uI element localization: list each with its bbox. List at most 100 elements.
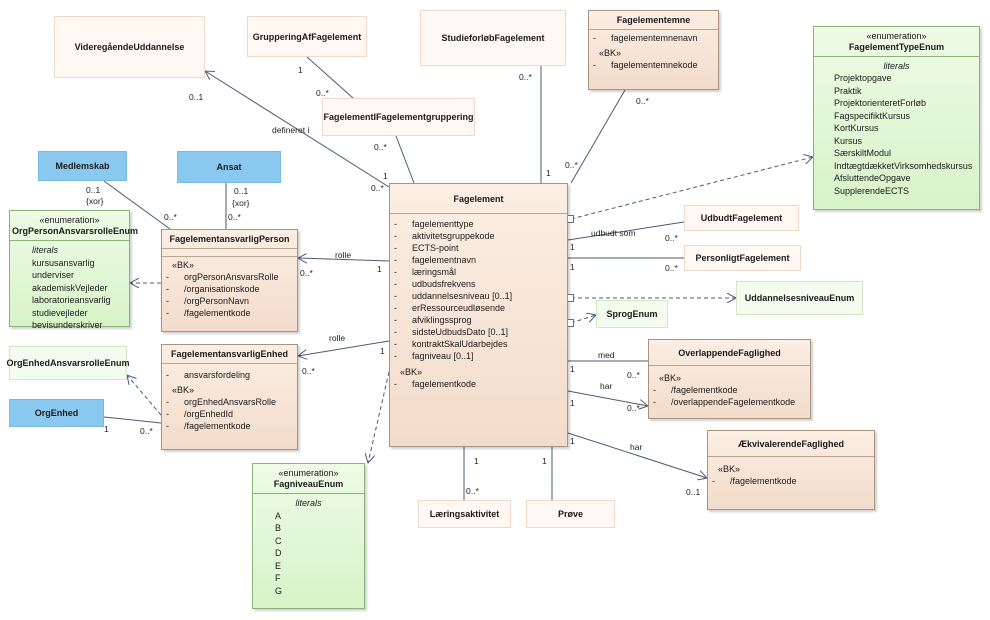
multiplicity: 1 bbox=[104, 424, 109, 434]
literal: F bbox=[275, 573, 281, 583]
multiplicity: 1 bbox=[570, 364, 575, 374]
stereotype-label: «BK» bbox=[400, 367, 423, 377]
class-fagelementansvarlig-person[interactable]: FagelementansvarligPerson «BK» -orgPerso… bbox=[161, 229, 298, 332]
class-studieforloeb-fagelement[interactable]: StudieforløbFagelement bbox=[420, 10, 566, 66]
enum-uddannelsesniveau[interactable]: UddannelsesniveauEnum bbox=[736, 281, 863, 315]
stereotype-label: «enumeration» bbox=[866, 31, 927, 41]
class-personligt-fagelement[interactable]: PersonligtFagelement bbox=[684, 245, 801, 271]
key-attribute: /fagelementkode bbox=[671, 385, 738, 395]
stereotype-label: «BK» bbox=[718, 464, 741, 474]
assoc-medlemskab[interactable] bbox=[103, 180, 171, 230]
multiplicity: 0..* bbox=[565, 160, 578, 170]
attribute: uddannelsesniveau [0..1] bbox=[412, 291, 513, 301]
dep-orgenhed-enum[interactable] bbox=[127, 375, 162, 416]
enum-fagelementtype[interactable]: «enumeration» FagelementTypeEnum literal… bbox=[813, 26, 980, 210]
multiplicity: 1 bbox=[542, 456, 547, 466]
dep-sprog[interactable] bbox=[570, 315, 596, 324]
multiplicity: 1 bbox=[298, 65, 303, 75]
multiplicity: 1 bbox=[546, 168, 551, 178]
class-overlappende-faglighed[interactable]: OverlappendeFaglighed «BK» -/fagelementk… bbox=[648, 339, 811, 419]
multiplicity: 0..1 bbox=[189, 92, 204, 102]
key-attribute: /organisationskode bbox=[184, 284, 260, 294]
class-ansat[interactable]: Ansat bbox=[177, 151, 281, 183]
multiplicity: 1 bbox=[570, 436, 575, 446]
multiplicity: 0..1 bbox=[234, 186, 249, 196]
class-title: OverlappendeFaglighed bbox=[678, 348, 781, 358]
literal: SærskiltModul bbox=[834, 148, 892, 158]
assoc-har-aekvivalerende[interactable] bbox=[567, 432, 707, 478]
enum-sprog[interactable]: SprogEnum bbox=[596, 300, 668, 328]
class-proeve[interactable]: Prøve bbox=[526, 500, 615, 528]
multiplicity: 1 bbox=[383, 171, 388, 181]
key-attribute: /overlappendeFagelementkode bbox=[671, 397, 796, 407]
literal: G bbox=[275, 585, 283, 596]
class-title: Fagelementemne bbox=[616, 15, 691, 25]
multiplicity: 0..* bbox=[302, 366, 315, 376]
attribute: udbudsfrekvens bbox=[412, 279, 476, 289]
attribute-port bbox=[568, 215, 574, 223]
assoc-udbudt[interactable] bbox=[567, 221, 685, 241]
assoc-gruppering[interactable] bbox=[306, 56, 354, 99]
attribute-port bbox=[568, 319, 574, 327]
class-fagelementansvarlig-enhed[interactable]: FagelementansvarligEnhed -ansvarsfordeli… bbox=[161, 344, 298, 450]
key-attribute: /fagelementkode bbox=[730, 476, 797, 486]
multiplicity: 0..* bbox=[140, 426, 153, 436]
class-videregaaende-uddannelse[interactable]: VideregåendeUddannelse bbox=[54, 16, 205, 78]
enum-title: FagelementTypeEnum bbox=[848, 42, 945, 52]
class-udbudt-fagelement[interactable]: UdbudtFagelement bbox=[684, 205, 799, 231]
key-attribute: /fagelementkode bbox=[184, 308, 251, 318]
literal: akademiskVejleder bbox=[32, 282, 108, 293]
literal: studievejleder bbox=[32, 307, 88, 318]
stereotype-label: «BK» bbox=[172, 260, 195, 270]
constraint-label: {xor} bbox=[232, 198, 250, 208]
class-fagelementemne[interactable]: Fagelementemne -fagelementemnenavn «BK» … bbox=[588, 10, 719, 90]
dep-fagniveau[interactable] bbox=[368, 371, 390, 463]
assoc-orgenhed[interactable] bbox=[103, 416, 162, 424]
multiplicity: 0..* bbox=[374, 142, 387, 152]
enum-title: FagniveauEnum bbox=[273, 479, 344, 489]
attribute: fagelementemnenavn bbox=[611, 33, 698, 43]
multiplicity: 0..* bbox=[627, 370, 640, 380]
class-fagelement-i-fagelementgruppering[interactable]: FagelementIFagelementgruppering bbox=[322, 98, 475, 136]
enum-fagniveau[interactable]: «enumeration» FagniveauEnum literals A B… bbox=[252, 463, 365, 609]
class-fagelement[interactable]: Fagelement -fagelementtype -aktivitetsgr… bbox=[389, 183, 568, 447]
stereotype-label: «enumeration» bbox=[278, 468, 339, 478]
attribute: aktivitetsgruppekode bbox=[412, 231, 495, 241]
attribute: læringsmål bbox=[412, 267, 457, 277]
assoc-label: udbudt som bbox=[591, 228, 636, 238]
key-attribute: fagelementkode bbox=[412, 379, 477, 389]
multiplicity: 1 bbox=[570, 242, 575, 252]
multiplicity: 0..* bbox=[665, 233, 678, 243]
key-attribute: /orgEnhedId bbox=[184, 409, 234, 419]
multiplicity: 1 bbox=[570, 398, 575, 408]
class-title: FagelementansvarligPerson bbox=[169, 234, 290, 244]
literal: SupplerendeECTS bbox=[834, 185, 910, 196]
assoc-label: rolle bbox=[329, 333, 346, 343]
assoc-rolle-enhed[interactable] bbox=[298, 340, 390, 356]
class-orgenhed[interactable]: OrgEnhed bbox=[9, 399, 104, 427]
attribute: afviklingssprog bbox=[412, 315, 472, 325]
literal: Projektopgave bbox=[834, 73, 892, 83]
literal: kursusansvarlig bbox=[32, 257, 95, 268]
class-aekvivalerende-faglighed[interactable]: ÆkvivalerendeFaglighed «BK» -/fagelement… bbox=[707, 430, 875, 510]
multiplicity: 1 bbox=[380, 346, 385, 356]
literal: Praktik bbox=[834, 85, 862, 96]
attribute: sidsteUdbudsDato [0..1] bbox=[412, 327, 509, 337]
multiplicity: 0..* bbox=[466, 486, 479, 496]
literals-label: literals bbox=[32, 245, 59, 255]
assoc-label: har bbox=[630, 442, 643, 452]
assoc-rolle-person[interactable] bbox=[298, 258, 390, 261]
stereotype-label: «BK» bbox=[599, 48, 622, 58]
assoc-defineret-i[interactable] bbox=[205, 71, 390, 188]
enum-orgenhed-ansvarsrolle[interactable]: OrgEnhedAnsvarsrolleEnum bbox=[6, 346, 130, 380]
stereotype-label: «BK» bbox=[172, 385, 195, 395]
assoc-emne[interactable] bbox=[570, 89, 626, 184]
class-laeringsaktivitet[interactable]: Læringsaktivitet bbox=[418, 500, 511, 528]
attribute: fagelementtype bbox=[412, 219, 474, 229]
assoc-har-overlappende[interactable] bbox=[567, 390, 648, 406]
enum-orgperson-ansvarsrolle[interactable]: «enumeration» OrgPersonAnsvarsrolleEnum … bbox=[9, 210, 138, 330]
assoc-fig[interactable] bbox=[395, 135, 415, 184]
class-gruppering-af-fagelement[interactable]: GrupperingAfFagelement bbox=[247, 16, 367, 57]
class-medlemskab[interactable]: Medlemskab bbox=[38, 151, 127, 181]
